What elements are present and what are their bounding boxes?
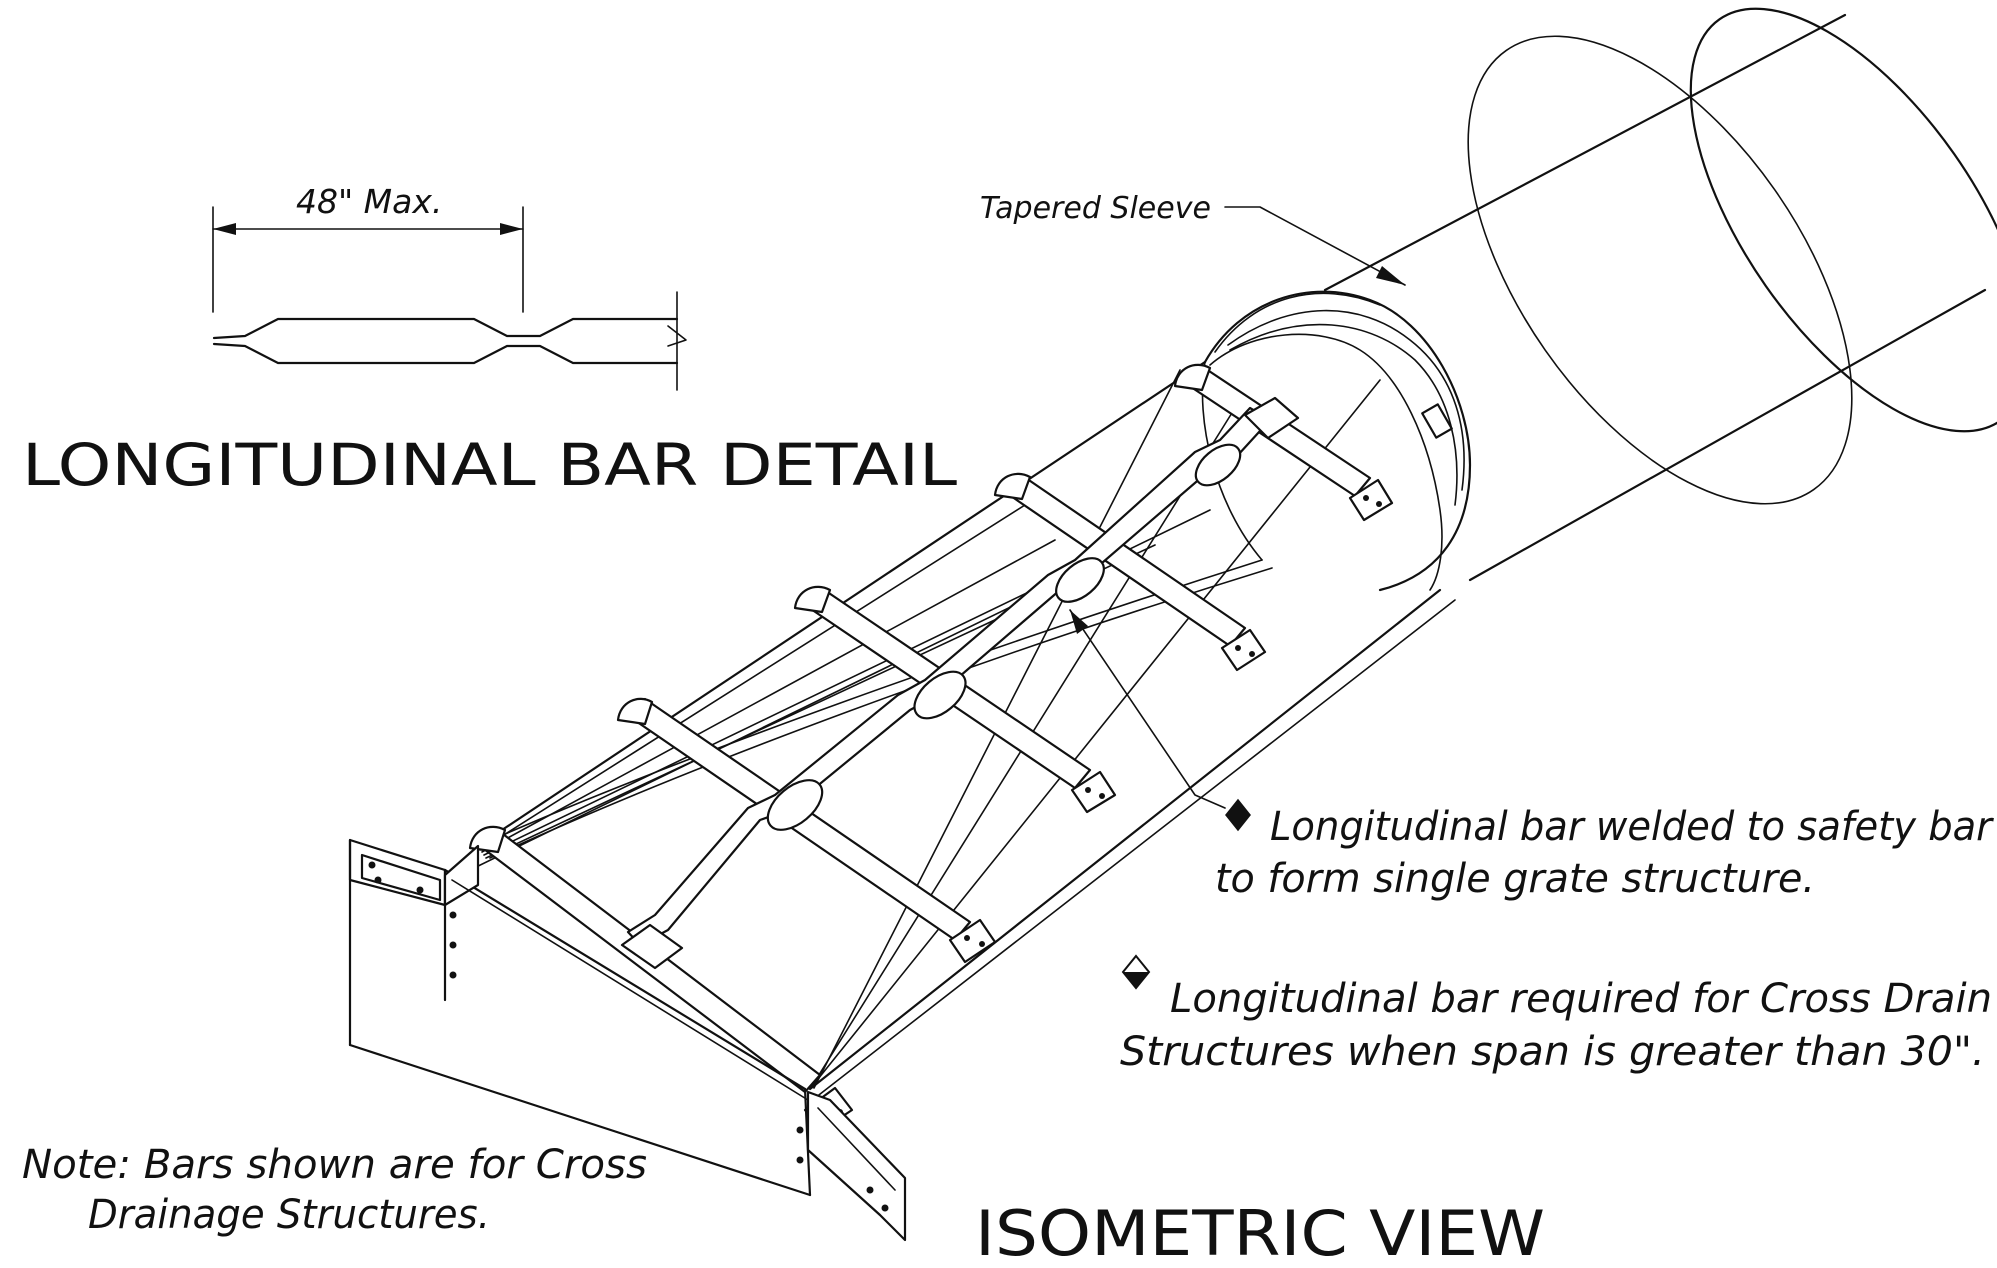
tapered-sleeve-label: Tapered Sleeve — [980, 191, 1211, 226]
end-frame — [348, 838, 907, 1242]
callout1-line1: Longitudinal bar welded to safety bar — [1270, 804, 1994, 850]
longitudinal-bar — [620, 396, 1300, 970]
callout1-line2: to form single grate structure. — [1215, 856, 1815, 902]
grate-structure — [468, 360, 1456, 1132]
pipe — [1323, 7, 1997, 582]
detail-dimension-label: 48" Max. — [296, 182, 442, 221]
callout2-line1: Longitudinal bar required for Cross Drai… — [1170, 976, 1992, 1022]
callout2-line2: Structures when span is greater than 30"… — [1120, 1029, 1985, 1075]
view-title: ISOMETRIC VIEW — [975, 1197, 1545, 1268]
longitudinal-bar-detail: 48" Max. LONGITUDINAL BAR DETAIL — [22, 182, 957, 499]
leaders — [1069, 206, 1406, 809]
filled-diamond-icon — [1225, 798, 1251, 832]
tapered-sleeve — [1203, 290, 1472, 592]
note-line1: Note: Bars shown are for Cross — [22, 1142, 647, 1188]
detail-title: LONGITUDINAL BAR DETAIL — [22, 431, 957, 499]
note-line2: Drainage Structures. — [88, 1192, 490, 1238]
